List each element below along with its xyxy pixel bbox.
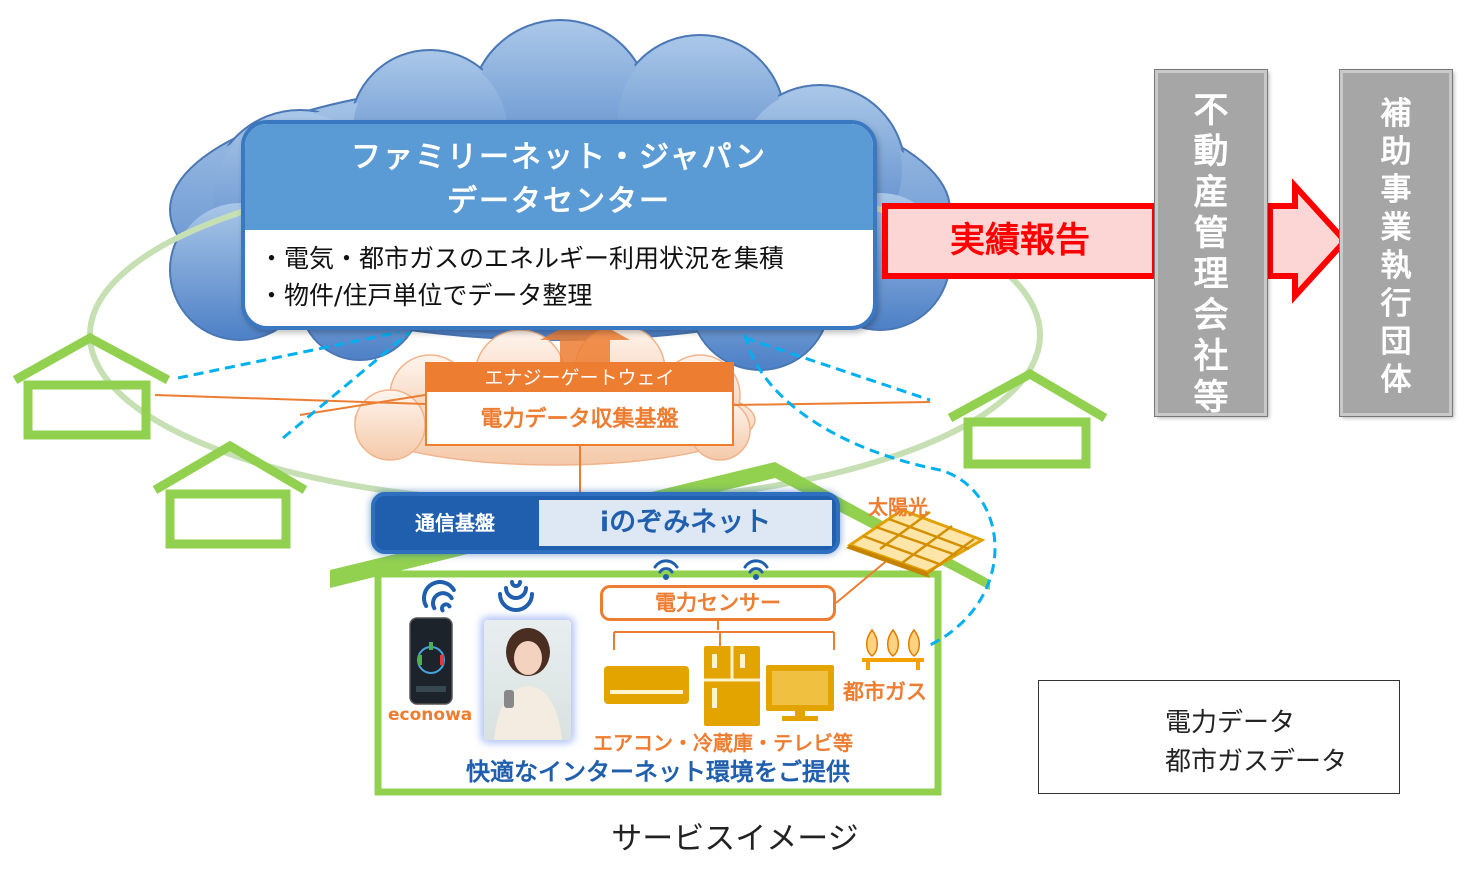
house-left-bottom — [152, 440, 308, 549]
legend-gas-label: 都市ガスデータ — [1165, 747, 1348, 777]
gateway-body: 電力データ収集基盤 — [480, 407, 679, 432]
datacenter-title-line1: ファミリーネット・ジャパン — [351, 140, 767, 175]
subsidy-char-1: 補 — [1380, 96, 1412, 132]
report-arrow-shape — [882, 178, 1350, 304]
subsidy-char-7: 団 — [1380, 324, 1412, 360]
gas-burner-icon — [862, 628, 924, 670]
gas-label: 都市ガス — [843, 680, 927, 704]
user-photo — [484, 620, 571, 740]
wifi-icon-1 — [422, 580, 456, 613]
legend-power-label: 電力データ — [1165, 708, 1296, 738]
management-char-4: 管 — [1193, 214, 1229, 254]
diagram-caption: サービスイメージ — [611, 821, 859, 857]
subsidy-char-8: 体 — [1380, 362, 1412, 398]
management-char-7: 社 — [1193, 337, 1229, 377]
air-conditioner-icon — [604, 666, 689, 704]
solar-label: 太陽光 — [868, 495, 928, 519]
management-char-8: 等 — [1193, 378, 1229, 418]
subsidy-organization-box: 補 助 事 業 執 行 団 体 — [1339, 69, 1453, 417]
appliances-label: エアコン・冷蔵庫・テレビ等 — [593, 731, 853, 755]
solar-panel-icon — [846, 508, 986, 578]
house-left-top — [12, 332, 171, 440]
wifi-icon-4 — [743, 559, 769, 580]
management-char-5: 理 — [1193, 255, 1229, 295]
network-box: 通信基盤 iのぞみネット — [371, 492, 840, 554]
datacenter-title-line2: データセンター — [447, 184, 671, 219]
subsidy-char-5: 執 — [1380, 248, 1412, 284]
home-caption: 快適なインターネット環境をご提供 — [466, 758, 850, 786]
network-left-label: 通信基盤 — [415, 511, 495, 535]
subsidy-char-6: 行 — [1380, 286, 1412, 322]
datacenter-box: ファミリーネット・ジャパン データセンター ・電気・都市ガスのエネルギー利用状況… — [241, 120, 877, 330]
legend: 電力データ 都市ガスデータ — [1038, 680, 1400, 794]
gateway-header: エナジーゲートウェイ — [427, 364, 732, 392]
person-image — [494, 628, 562, 740]
subsidy-char-2: 助 — [1380, 134, 1412, 170]
management-company-box: 不 動 産 管 理 会 社 等 — [1154, 69, 1268, 418]
management-char-2: 動 — [1193, 132, 1229, 172]
network-right-label: iのぞみネット — [539, 500, 832, 546]
econowa-label: econowa — [388, 705, 473, 725]
datacenter-header: ファミリーネット・ジャパン データセンター — [245, 124, 873, 230]
wifi-icon-2 — [498, 580, 534, 612]
gas-lines — [177, 330, 997, 647]
house-right — [947, 368, 1108, 469]
smartphone-icon — [409, 617, 453, 705]
management-char-6: 会 — [1193, 296, 1229, 336]
management-char-3: 産 — [1193, 173, 1229, 213]
datacenter-bullet-1: ・電気・都市ガスのエネルギー利用状況を集積 — [259, 244, 785, 273]
subsidy-char-4: 業 — [1380, 210, 1412, 246]
report-label: 実績報告 — [949, 221, 1090, 261]
management-char-1: 不 — [1193, 91, 1229, 131]
refrigerator-icon — [704, 646, 760, 726]
wifi-icon-3 — [653, 559, 679, 580]
datacenter-bullet-2: ・物件/住戸単位でデータ整理 — [259, 281, 593, 310]
energy-gateway-box: エナジーゲートウェイ 電力データ収集基盤 — [425, 362, 734, 446]
subsidy-char-3: 事 — [1380, 172, 1412, 208]
tv-icon — [766, 665, 834, 721]
power-sensor-box: 電力センサー — [600, 585, 836, 621]
upload-arrow — [540, 315, 630, 362]
